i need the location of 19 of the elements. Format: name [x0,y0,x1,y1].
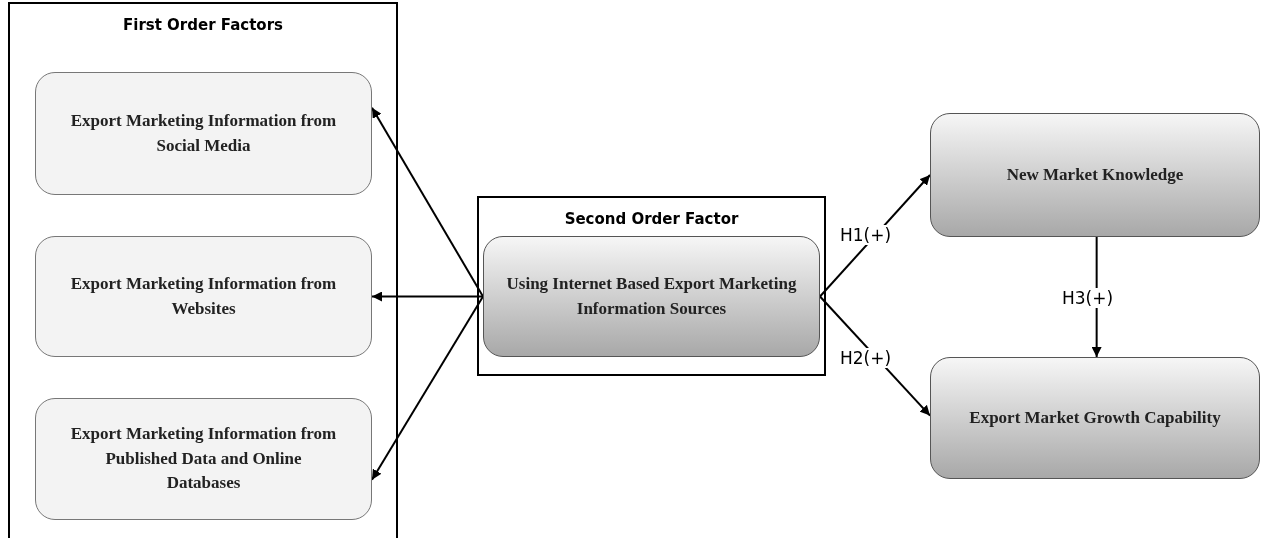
construct-box [930,113,1260,237]
box-label: Export Marketing Information from Websites [70,272,337,320]
arrow [371,106,484,298]
box-label: Export Marketing Information from Social Media [70,109,337,157]
factor-box [35,72,372,195]
box-label: Using Internet Based Export Marketing Information Sources [505,272,798,320]
construct-box [483,236,820,357]
box-label: New Market Knowledge [1006,163,1184,186]
factor-box [35,398,372,520]
arrow [371,291,484,302]
group-title: Second Order Factor [563,210,740,228]
factor-box [35,236,372,357]
box-label: Export Market Growth Capability [969,406,1221,429]
group-frame [8,2,398,538]
box-label: Export Marketing Information from Published Data and Online Databases [70,423,337,495]
arrow [371,295,484,481]
group-title: First Order Factors [122,16,284,34]
construct-box [930,357,1260,479]
group-frame [477,196,826,376]
